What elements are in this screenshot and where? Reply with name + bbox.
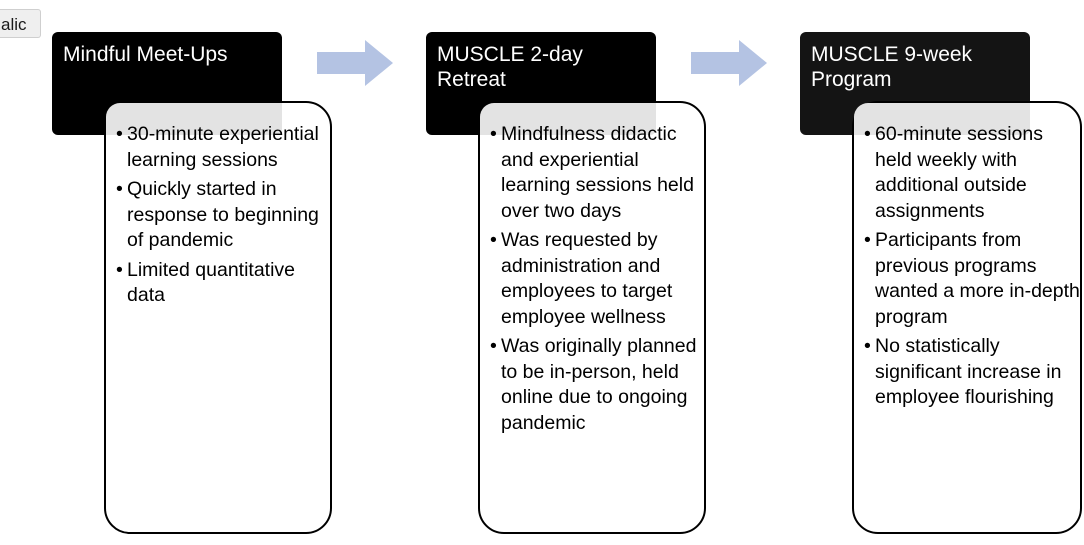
stage-card bbox=[478, 101, 706, 534]
bullet-text: Participants from previous programs want… bbox=[875, 229, 1080, 328]
flow-arrow-right-icon bbox=[317, 40, 393, 86]
bullet-dot: • bbox=[116, 258, 123, 281]
bullet-dot: • bbox=[490, 335, 497, 357]
bullet-item: •No statistically significant increase i… bbox=[864, 334, 1082, 411]
bullet-text: No statistically significant increase in… bbox=[875, 335, 1062, 408]
stage-mindful-meetups: Mindful Meet-Ups •30-minute experiential… bbox=[52, 0, 334, 545]
bullet-list: •60-minute sessions held weekly with add… bbox=[864, 122, 1082, 415]
stage-card bbox=[104, 101, 332, 534]
bullet-dot: • bbox=[116, 178, 123, 200]
bullet-list: •30-minute experiential learning session… bbox=[116, 122, 334, 313]
bullet-text: Was requested by administration and empl… bbox=[501, 229, 673, 328]
bullet-dot: • bbox=[864, 123, 871, 145]
bullet-item: •Participants from previous programs wan… bbox=[864, 228, 1082, 330]
flow-arrow-right-icon bbox=[691, 40, 767, 86]
bullet-text: Quickly started in response to beginning… bbox=[127, 178, 319, 251]
stage-card bbox=[852, 101, 1082, 534]
bullet-dot: • bbox=[490, 229, 497, 251]
bullet-item: •Quickly started in response to beginnin… bbox=[116, 177, 334, 254]
bullet-dot: • bbox=[864, 229, 871, 251]
bullet-item: •60-minute sessions held weekly with add… bbox=[864, 122, 1082, 224]
bullet-item: •Mindfulness didactic and experiential l… bbox=[490, 122, 708, 224]
bullet-list: •Mindfulness didactic and experiential l… bbox=[490, 122, 708, 440]
bullet-text: Was originally planned to be in-person, … bbox=[501, 335, 697, 434]
corner-tag[interactable]: alic bbox=[0, 9, 41, 38]
bullet-text: Mindfulness didactic and experiential le… bbox=[501, 123, 694, 222]
bullet-item: •Was requested by administration and emp… bbox=[490, 228, 708, 330]
bullet-text: 30-minute experiential learning sessions bbox=[127, 123, 319, 171]
bullet-item: •Was originally planned to be in-person,… bbox=[490, 334, 708, 436]
stage-title: MUSCLE 9-week Program bbox=[811, 43, 973, 91]
stage-title: Mindful Meet-Ups bbox=[63, 43, 228, 66]
bullet-text: Limited quantitative data bbox=[127, 258, 296, 307]
header-card-overlap bbox=[106, 103, 282, 135]
stage-muscle-retreat: MUSCLE 2-day Retreat •Mindfulness didact… bbox=[426, 0, 708, 545]
bullet-item: •Limited quantitative data bbox=[116, 258, 334, 309]
bullet-dot: • bbox=[864, 335, 871, 357]
bullet-item: •30-minute experiential learning session… bbox=[116, 122, 334, 173]
header-card-overlap bbox=[854, 103, 1030, 135]
bullet-dot: • bbox=[490, 123, 497, 145]
bullet-text: 60-minute sessions held weekly with addi… bbox=[875, 123, 1043, 222]
bullet-dot: • bbox=[116, 123, 123, 145]
stage-title: MUSCLE 2-day Retreat bbox=[437, 43, 583, 91]
corner-tag-label: alic bbox=[1, 15, 27, 34]
stage-muscle-program: MUSCLE 9-week Program •60-minute session… bbox=[800, 0, 1082, 545]
header-card-overlap bbox=[480, 103, 656, 135]
